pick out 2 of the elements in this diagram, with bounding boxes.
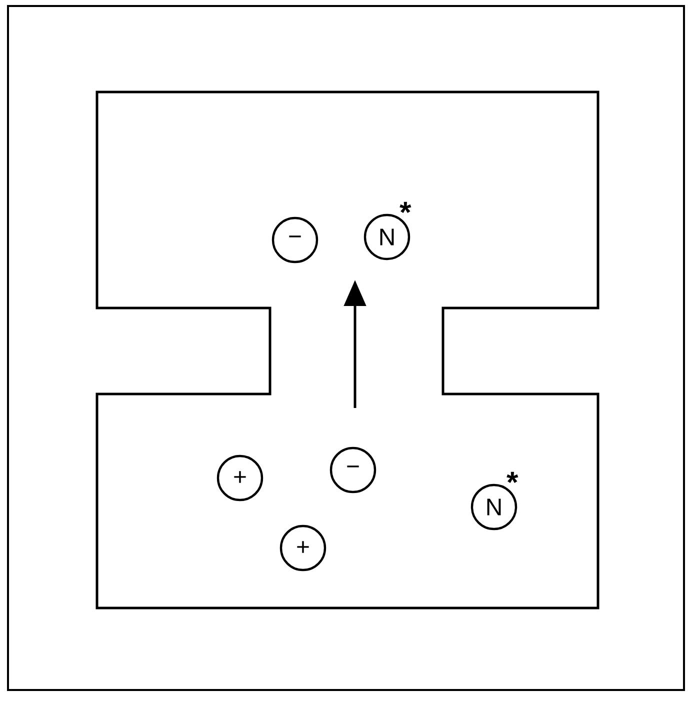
asterisk: *: [506, 472, 518, 483]
asterisk: *: [400, 202, 412, 213]
